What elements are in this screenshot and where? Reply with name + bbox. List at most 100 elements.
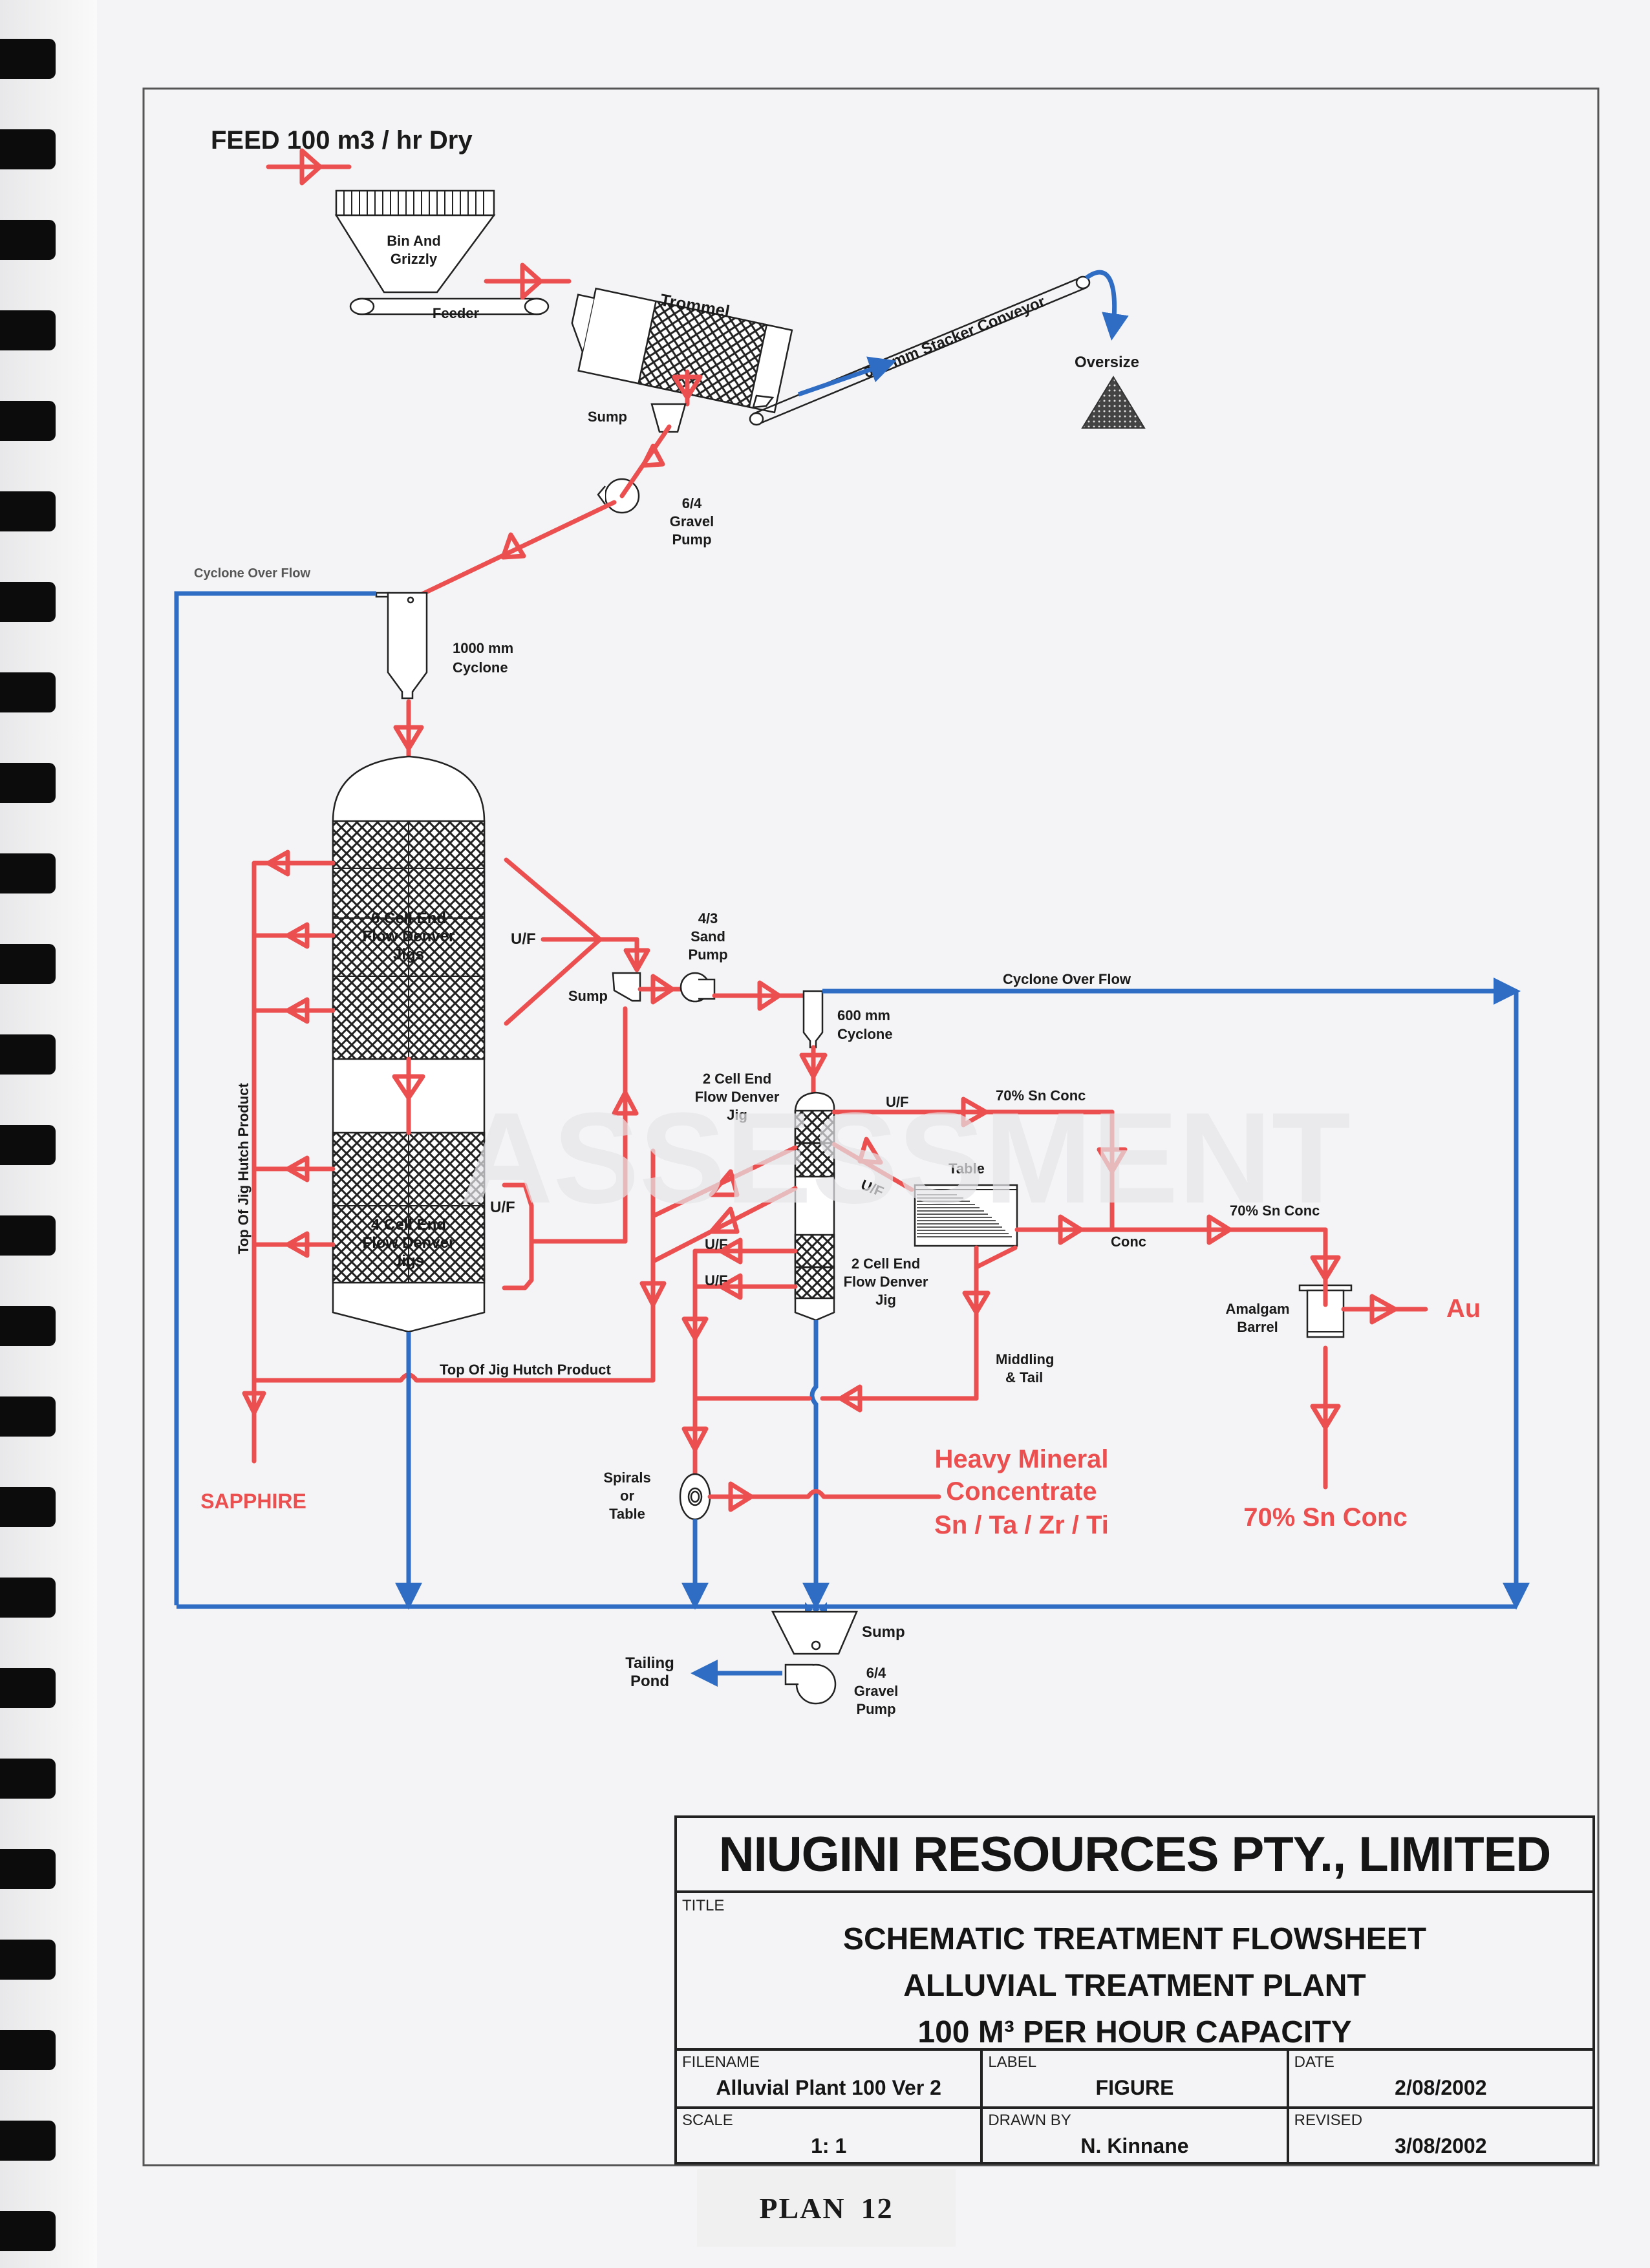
sump-1-label: Sump bbox=[588, 409, 627, 425]
sand-pump-to-cyclone-line bbox=[712, 980, 811, 1011]
feed-label: FEED 100 m3 / hr Dry bbox=[211, 126, 473, 155]
plan-label: PLAN bbox=[759, 2191, 846, 2225]
jig-column-main bbox=[332, 755, 486, 1333]
jig6-label-3: Jigs bbox=[393, 946, 424, 963]
table-to-conc-line bbox=[1014, 1214, 1341, 1283]
spirals-or-table bbox=[679, 1473, 711, 1521]
hutch-product-lines bbox=[252, 850, 336, 1383]
title-section: TITLE SCHEMATIC TREATMENT FLOWSHEET ALLU… bbox=[677, 1893, 1592, 2051]
feeder bbox=[349, 297, 550, 316]
cyclone1-underflow-arrow bbox=[393, 699, 424, 759]
scale-cell: SCALE 1: 1 bbox=[677, 2109, 983, 2165]
pump1-feed-line bbox=[619, 424, 672, 498]
title-block-row-1: FILENAME Alluvial Plant 100 Ver 2 LABEL … bbox=[677, 2051, 1592, 2109]
spirals-label-2: or bbox=[620, 1488, 634, 1504]
trommel-undersize-arrow bbox=[672, 369, 703, 407]
uf-label-2: U/F bbox=[490, 1199, 515, 1216]
uf-collector-bottom bbox=[502, 1006, 639, 1290]
amalgam-label-1: Amalgam bbox=[1225, 1301, 1289, 1317]
hmc-label-1: Heavy Mineral bbox=[934, 1445, 1108, 1473]
label-value: FIGURE bbox=[1095, 2076, 1174, 2099]
sump-3-outlet bbox=[811, 1640, 821, 1651]
jig2-bottom-label-1: 2 Cell End bbox=[852, 1256, 920, 1272]
jig2-uf-to-conc-line bbox=[831, 1097, 1128, 1232]
spirals-label-1: Spirals bbox=[603, 1470, 650, 1486]
sump-1 bbox=[650, 403, 687, 433]
jig-internal-arrow bbox=[392, 1056, 425, 1135]
sapphire-label: SAPPHIRE bbox=[200, 1490, 306, 1513]
conc-label: Conc bbox=[1111, 1234, 1146, 1250]
cyclone-600mm bbox=[802, 990, 824, 1049]
sump-3-inlet-icon bbox=[805, 1602, 827, 1616]
scale-value: 1: 1 bbox=[811, 2134, 847, 2157]
sump-2 bbox=[612, 972, 641, 1002]
oversize-stockpile-icon bbox=[1081, 376, 1146, 429]
shaking-table bbox=[914, 1184, 1018, 1247]
revised-caption: REVISED bbox=[1294, 2112, 1363, 2129]
drawn-by-cell: DRAWN BY N. Kinnane bbox=[983, 2109, 1289, 2165]
gravel-pump-2-label-3: Pump bbox=[856, 1701, 895, 1717]
sn-conc-2-label: 70% Sn Conc bbox=[1230, 1203, 1320, 1219]
feeder-label: Feeder bbox=[433, 305, 480, 321]
label-cell: LABEL FIGURE bbox=[983, 2051, 1289, 2106]
page-border bbox=[142, 87, 1600, 2166]
label-caption: LABEL bbox=[988, 2053, 1037, 2071]
revised-value: 3/08/2002 bbox=[1395, 2134, 1487, 2157]
jig6-label-1: 6 Cell End bbox=[371, 910, 446, 927]
jig2-hutch-lines bbox=[639, 1145, 798, 1490]
sn-conc-final-label: 70% Sn Conc bbox=[1243, 1503, 1407, 1532]
table-label: Table bbox=[948, 1161, 985, 1177]
feed-arrow bbox=[266, 148, 352, 186]
bin-and-grizzly bbox=[334, 189, 496, 294]
top-hutch-horizontal-label: Top Of Jig Hutch Product bbox=[440, 1362, 611, 1378]
trommel bbox=[571, 287, 793, 414]
uf-collector-top bbox=[504, 857, 650, 1026]
gravel-pump-2 bbox=[784, 1664, 837, 1705]
date-cell: DATE 2/08/2002 bbox=[1289, 2051, 1592, 2106]
middling-label-1: Middling bbox=[996, 1351, 1054, 1367]
gravel-pump-2-label-2: Gravel bbox=[854, 1683, 899, 1699]
jig2-top-label-1: 2 Cell End bbox=[703, 1071, 771, 1087]
stacker-flow-arrow bbox=[797, 356, 897, 397]
hmc-label-2: Concentrate bbox=[946, 1477, 1097, 1506]
uf-label-1: U/F bbox=[511, 930, 536, 948]
amalgam-label-2: Barrel bbox=[1237, 1319, 1278, 1335]
sand-pump-line bbox=[638, 974, 688, 1005]
cyclone-1-label-2: Cyclone bbox=[453, 659, 508, 676]
drawn-by-caption: DRAWN BY bbox=[988, 2112, 1071, 2129]
title-line-2: ALLUVIAL TREATMENT PLANT bbox=[903, 1969, 1366, 2003]
cyclone-2-label-1: 600 mm bbox=[837, 1007, 890, 1023]
sand-pump bbox=[680, 972, 716, 1003]
title-line-1: SCHEMATIC TREATMENT FLOWSHEET bbox=[842, 1922, 1427, 1956]
top-hutch-vertical-label: Top Of Jig Hutch Product bbox=[235, 1083, 252, 1254]
plan-label-sticker: PLAN 12 bbox=[697, 2169, 956, 2247]
date-caption: DATE bbox=[1294, 2053, 1334, 2071]
sand-pump-label-3: Pump bbox=[688, 947, 727, 963]
jig4-label-3: Jigs bbox=[393, 1252, 424, 1270]
bin-label-1: Bin And bbox=[387, 233, 441, 249]
company-name: NIUGINI RESOURCES PTY., LIMITED bbox=[677, 1818, 1592, 1893]
title-caption: TITLE bbox=[682, 1897, 725, 1914]
title-block-row-2: SCALE 1: 1 DRAWN BY N. Kinnane REVISED 3… bbox=[677, 2109, 1592, 2165]
drawn-by-value: N. Kinnane bbox=[1080, 2134, 1189, 2157]
spirals-to-hmc-line bbox=[707, 1481, 941, 1512]
oversize-label: Oversize bbox=[1075, 354, 1139, 371]
gravel-pump-2-label-1: 6/4 bbox=[866, 1665, 886, 1681]
jig4-label-1: 4 Cell End bbox=[371, 1216, 446, 1234]
middling-line bbox=[692, 1245, 1018, 1413]
amalgam-to-au-line bbox=[1341, 1294, 1428, 1325]
jig-column-2cell bbox=[794, 1091, 835, 1321]
cyclone-1-label-1: 1000 mm bbox=[453, 640, 513, 656]
scale-caption: SCALE bbox=[682, 2112, 733, 2129]
gravel-pump-1-label-2: Gravel bbox=[670, 513, 714, 530]
filename-caption: FILENAME bbox=[682, 2053, 760, 2071]
jig2-top-label-2: Flow Denver bbox=[695, 1089, 780, 1105]
sump-2-label: Sump bbox=[568, 988, 608, 1004]
cyclone-overflow-1-line bbox=[174, 591, 376, 1605]
sump-3 bbox=[771, 1610, 858, 1655]
bin-label-2: Grizzly bbox=[391, 251, 438, 267]
jig6-label-2: Flow Denver bbox=[363, 928, 455, 945]
plan-number: 12 bbox=[861, 2191, 894, 2225]
date-value: 2/08/2002 bbox=[1395, 2076, 1487, 2099]
